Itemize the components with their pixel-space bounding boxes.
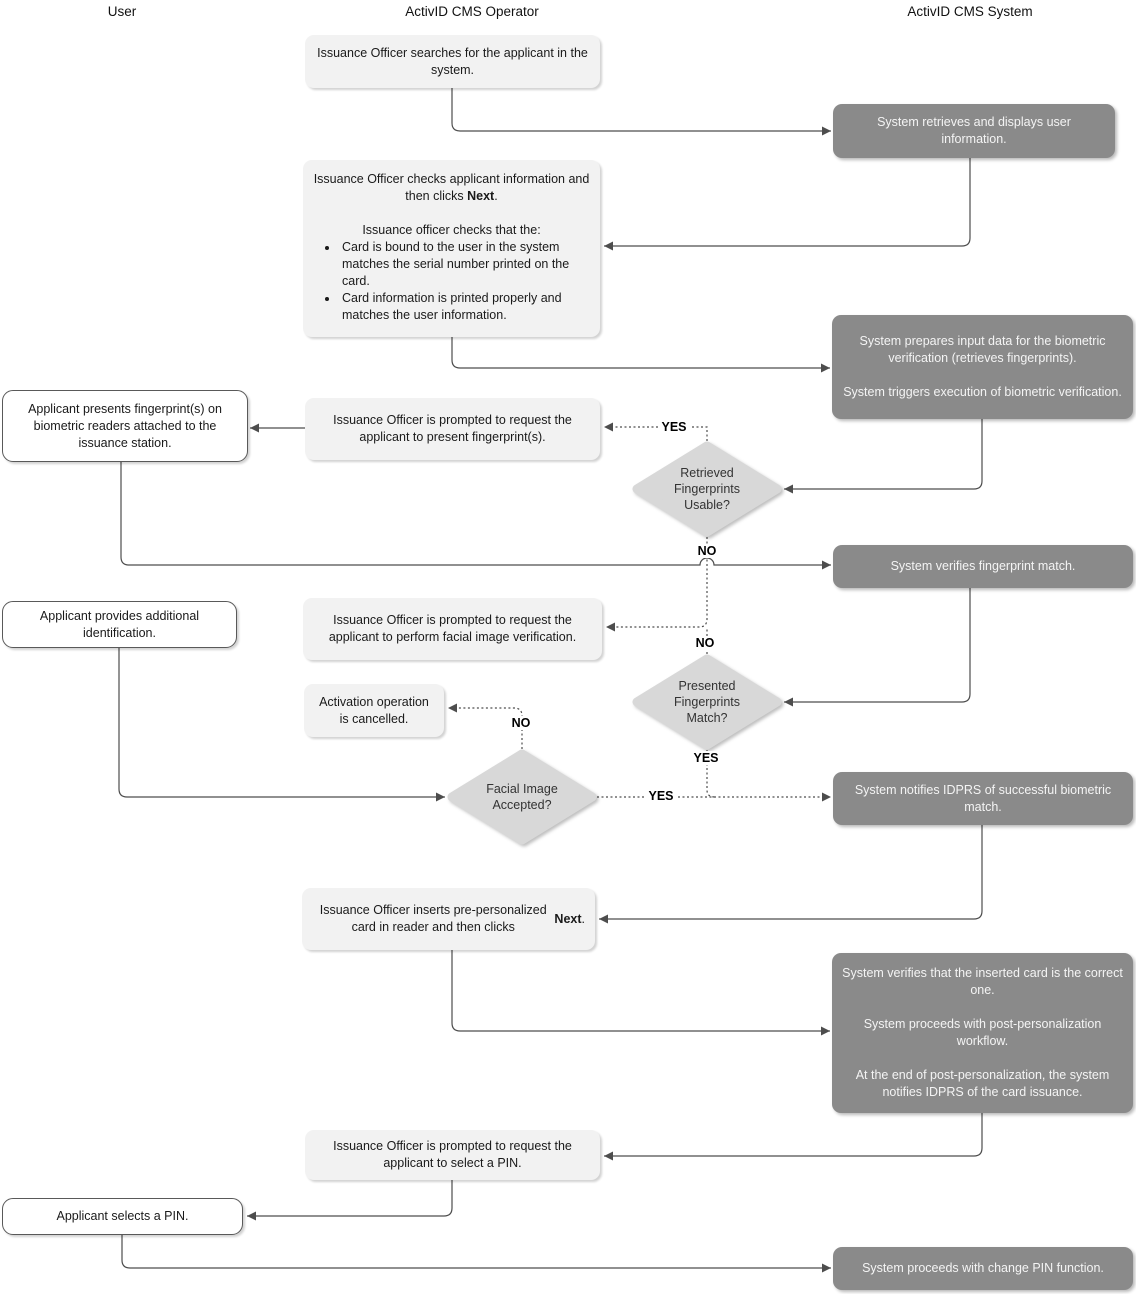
step-activation-cancelled: Activation operation is cancelled. [304, 684, 444, 737]
card-paragraph: At the end of post-personalization, the … [855, 1068, 1110, 1099]
diamond-shape [632, 441, 782, 537]
edge-label-usable-yes: YES [658, 420, 690, 434]
step-prompt-pin: Issuance Officer is prompted to request … [305, 1130, 600, 1180]
step-check-applicant: Issuance Officer checks applicant inform… [303, 160, 600, 337]
step-change-pin: System proceeds with change PIN function… [833, 1247, 1133, 1290]
step-prepare-biometric: System prepares input data for the biome… [832, 315, 1133, 419]
step-post-personalization: System verifies that the inserted card i… [832, 953, 1133, 1113]
edge-label-usable-no: NO [694, 544, 720, 558]
edge-label-match-no: NO [692, 636, 718, 650]
connector-prepare-to-usable [784, 419, 983, 494]
lane-header-system: ActivID CMS System [907, 4, 1033, 19]
check-intro: Issuance Officer checks applicant inform… [313, 172, 590, 203]
check-bullet-list: Card is bound to the user in the system … [312, 239, 591, 324]
lane-header-user: User [107, 4, 137, 19]
diamond-shape [447, 749, 597, 845]
decision-retrieved-fingerprints-usable: Retrieved Fingerprints Usable? [632, 441, 782, 537]
check-bullet: Card information is printed properly and… [339, 290, 591, 324]
step-select-pin: Applicant selects a PIN. [2, 1198, 243, 1235]
step-notify-idprs: System notifies IDPRS of successful biom… [833, 772, 1133, 825]
edge-label-match-yes: YES [690, 751, 722, 765]
step-retrieve-user-info: System retrieves and displays user infor… [833, 104, 1115, 158]
step-verify-fingerprint-match: System verifies fingerprint match. [833, 545, 1133, 588]
edge-label-facial-yes: YES [645, 789, 677, 803]
connector-selectpin-to-changepin [121, 1235, 831, 1273]
step-prompt-fingerprints: Issuance Officer is prompted to request … [305, 398, 600, 460]
edge-label-facial-no: NO [508, 716, 534, 730]
step-search-applicant: Issuance Officer searches for the applic… [305, 35, 600, 88]
card-paragraph: System proceeds with post-personalizatio… [863, 1017, 1102, 1048]
decision-facial-image-accepted: Facial Image Accepted? [447, 749, 597, 845]
connector-check-to-prepare [451, 337, 830, 373]
connector-verify-to-match [784, 588, 971, 707]
branch-usable-no-to-facialprompt [606, 537, 708, 632]
decision-presented-fingerprints-match: Presented Fingerprints Match? [632, 654, 782, 750]
connector-insertcard-to-verifycard [451, 950, 830, 1036]
connector-search-to-retrieve [451, 88, 831, 136]
diamond-shape [632, 654, 782, 750]
branch-usable-yes [604, 422, 708, 441]
connector-retrieve-to-check [604, 158, 971, 251]
step-additional-identification: Applicant provides additional identifica… [2, 601, 237, 648]
check-subtitle: Issuance officer checks that the: [362, 223, 541, 237]
step-prompt-facial: Issuance Officer is prompted to request … [303, 598, 602, 660]
prepare-paragraph: System prepares input data for the biome… [859, 334, 1106, 365]
lane-header-operator: ActivID CMS Operator [405, 4, 539, 19]
check-bullet: Card is bound to the user in the system … [339, 239, 591, 290]
connector-idprs-to-insertcard [599, 825, 983, 924]
card-paragraph: System verifies that the inserted card i… [842, 966, 1123, 997]
prepare-paragraph: System triggers execution of biometric v… [843, 385, 1122, 399]
step-insert-card: Issuance Officer inserts pre-personalize… [302, 888, 595, 950]
connector-promptpin-to-selectpin [247, 1180, 453, 1221]
connector-verifycard-to-promptpin [604, 1113, 983, 1161]
step-present-fingerprints: Applicant presents fingerprint(s) on bio… [2, 390, 248, 462]
